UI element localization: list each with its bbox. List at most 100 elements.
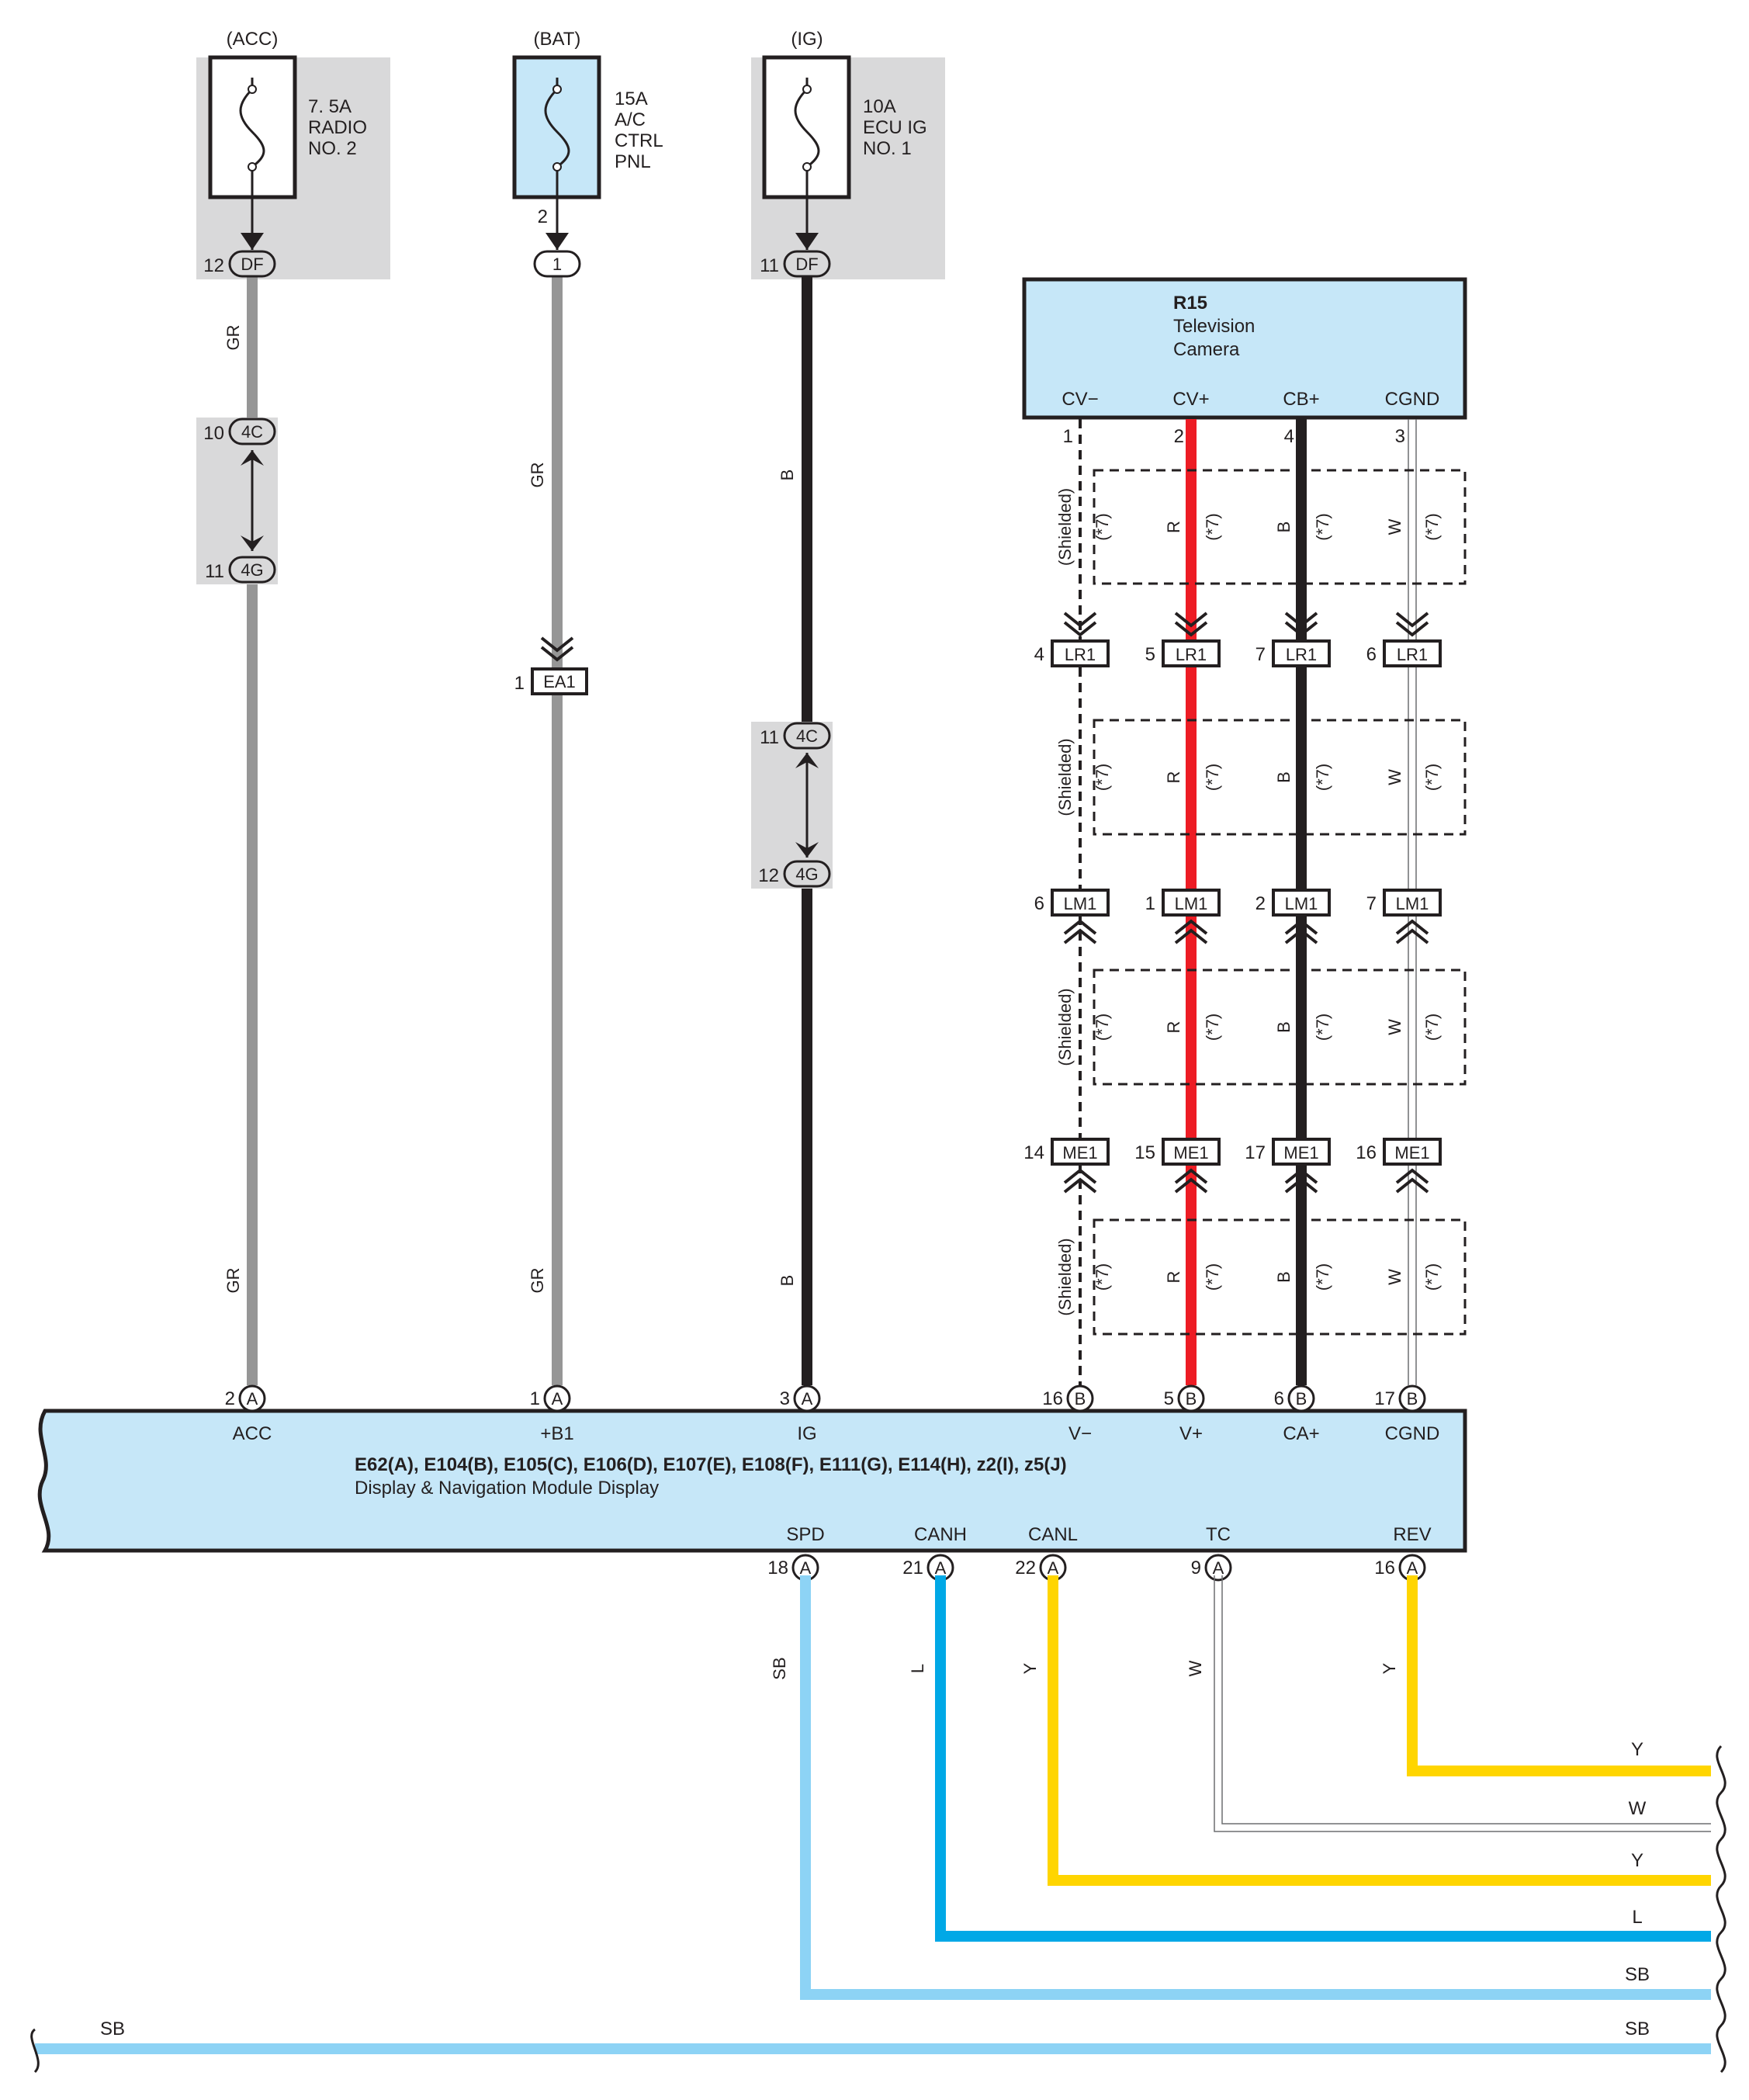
terminal-label: V− — [1068, 1423, 1092, 1444]
connector-code: LM1 — [1064, 894, 1097, 913]
svg-text:Television: Television — [1173, 316, 1255, 337]
shield-note: (*7) — [1093, 764, 1112, 791]
svg-text:GR: GR — [223, 1268, 243, 1294]
connector-box — [1272, 639, 1331, 667]
pin-number: 15 — [1134, 1142, 1155, 1163]
terminal-label: CA+ — [1283, 1423, 1319, 1444]
connector-code: ME1 — [1062, 1143, 1097, 1163]
terminal-label: V+ — [1179, 1423, 1203, 1444]
wire-color-label: W — [1385, 769, 1404, 785]
junction-4c-ig: 4C 11 — [760, 722, 831, 750]
shield-note: (*7) — [1203, 1014, 1222, 1041]
shield-note: (*7) — [1422, 1014, 1442, 1041]
shielded-label: (Shielded) — [1055, 988, 1075, 1066]
pin-number: 6 — [1274, 1388, 1284, 1409]
shield-note: (*7) — [1422, 764, 1442, 791]
terminal-label: REV — [1393, 1524, 1431, 1545]
svg-text:11: 11 — [760, 727, 779, 748]
shield-group-4: (Shielded)(*7)R(*7)B(*7)W(*7) — [1055, 1218, 1467, 1336]
pin-number: 4 — [1034, 644, 1044, 665]
svg-text:SB: SB — [1625, 2019, 1650, 2039]
connector-code: LM1 — [1175, 894, 1208, 913]
svg-text:Display & Navigation Module Di: Display & Navigation Module Display — [355, 1478, 659, 1499]
svg-text:R15: R15 — [1173, 293, 1207, 314]
terminal-b1: A1+B1 — [530, 1384, 574, 1444]
shield-note: (*7) — [1203, 1263, 1222, 1291]
svg-text:Y: Y — [1631, 1850, 1643, 1871]
connector-box — [1162, 639, 1221, 667]
pin-number: 2 — [1255, 893, 1266, 914]
pin-number: 17 — [1374, 1388, 1395, 1409]
pin-number: 1 — [530, 1388, 540, 1409]
svg-text:7. 5A: 7. 5A — [308, 96, 352, 117]
camera-r15: R15 Television Camera CV− CV+ CB+ CGND 1… — [1022, 277, 1467, 447]
connector-box — [1383, 889, 1442, 917]
connector-code: LM1 — [1285, 894, 1318, 913]
wire-color-label: R — [1164, 1021, 1183, 1034]
connector-letter: A — [1407, 1558, 1418, 1578]
pin-number: 5 — [1145, 644, 1155, 665]
connector-letter: A — [552, 1389, 563, 1409]
wire-color-label: W — [1385, 518, 1404, 535]
svg-text:4G: 4G — [241, 560, 263, 580]
connector-box — [1272, 1138, 1331, 1166]
svg-text:ECU IG: ECU IG — [863, 117, 927, 138]
fuse-acc: (ACC) 7. 5A RADIO NO. 2 — [196, 29, 390, 279]
svg-text:W: W — [1186, 1660, 1205, 1676]
junction-4c-acc: 4C 10 — [203, 418, 276, 445]
wire-color-label: B — [1274, 1271, 1294, 1283]
terminal-label: CANL — [1028, 1524, 1078, 1545]
connector-letter: A — [247, 1389, 258, 1409]
pin-number: 9 — [1191, 1558, 1201, 1578]
output-wires: SB L Y W Y Y W Y L SB SB SB — [30, 1575, 1726, 2074]
svg-text:DF: DF — [241, 255, 263, 274]
shield-note: (*7) — [1093, 513, 1112, 540]
pin-number: 16 — [1042, 1388, 1063, 1409]
connector-letter: A — [1048, 1558, 1059, 1578]
svg-text:11: 11 — [760, 255, 779, 276]
pin-number: 21 — [902, 1558, 923, 1578]
pin-number: 3 — [780, 1388, 790, 1409]
pin-number: 7 — [1366, 893, 1377, 914]
svg-text:CTRL: CTRL — [615, 130, 663, 151]
terminal-label: CANH — [914, 1524, 967, 1545]
connector-box — [1051, 639, 1110, 667]
connector-ea1: EA1 1 — [514, 667, 588, 695]
connector-box — [1051, 1138, 1110, 1166]
svg-text:E62(A), E104(B), E105(C), E106: E62(A), E104(B), E105(C), E106(D), E107(… — [355, 1454, 1067, 1475]
shield-note: (*7) — [1313, 1014, 1332, 1041]
connector-box — [1162, 889, 1221, 917]
wire-ig: B B — [778, 197, 819, 1385]
svg-text:11: 11 — [205, 561, 224, 582]
connector-box — [1051, 889, 1110, 917]
junction-4g-ig: 4G 12 — [758, 860, 831, 888]
terminal-label: SPD — [786, 1524, 824, 1545]
pin-number: 6 — [1366, 644, 1377, 665]
connector-code: LR1 — [1176, 645, 1207, 664]
svg-text:CB+: CB+ — [1283, 389, 1319, 410]
svg-text:1: 1 — [1063, 426, 1073, 447]
terminal-canl: CANL A 22 — [1015, 1524, 1078, 1582]
svg-text:B: B — [778, 1275, 797, 1287]
svg-text:(ACC): (ACC) — [227, 29, 279, 50]
connector-letter: B — [1296, 1389, 1307, 1409]
wire-color-label: B — [1274, 771, 1294, 783]
shield-note: (*7) — [1422, 513, 1442, 540]
connector-code: ME1 — [1173, 1143, 1208, 1163]
terminal-label: CGND — [1385, 1423, 1440, 1444]
fuse-ig: (IG) 10A ECU IG NO. 1 — [751, 29, 945, 279]
terminal-label: ACC — [233, 1423, 272, 1444]
svg-text:SB: SB — [770, 1657, 789, 1679]
connector-box — [1162, 1138, 1221, 1166]
pin-number: 22 — [1015, 1558, 1036, 1578]
shield-note: (*7) — [1203, 513, 1222, 540]
shield-note: (*7) — [1313, 1263, 1332, 1291]
connector-letter: A — [800, 1558, 812, 1578]
